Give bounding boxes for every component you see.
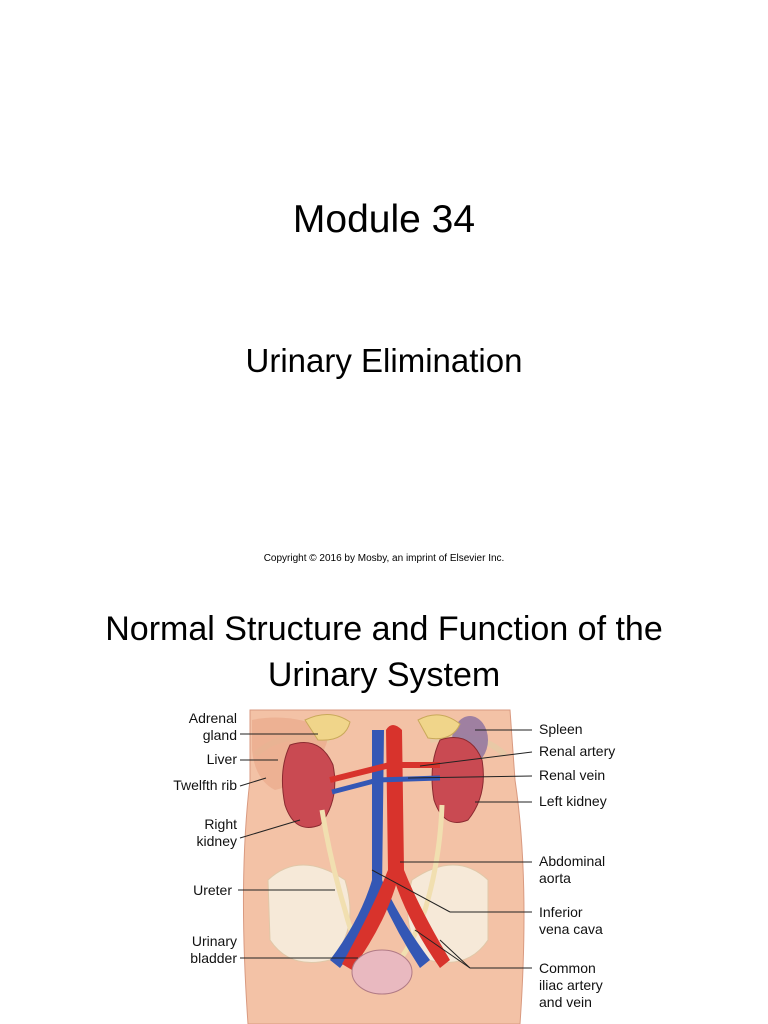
label-common-iliac: Common iliac artery and vein bbox=[539, 960, 603, 1010]
urinary-system-slide: Normal Structure and Function of the Uri… bbox=[0, 580, 768, 1024]
iliac-vein-left bbox=[378, 880, 430, 968]
right-kidney bbox=[281, 742, 336, 828]
slide-title-line-1: Normal Structure and Function of the bbox=[105, 610, 663, 648]
urinary-bladder bbox=[351, 949, 413, 995]
slide-title: Normal Structure and Function of the Uri… bbox=[0, 606, 768, 698]
label-renal-vein: Renal vein bbox=[539, 767, 606, 783]
urinary-system-illustration bbox=[238, 709, 533, 1024]
left-kidney bbox=[431, 737, 484, 823]
title-slide: Module 34 Urinary Elimination Copyright … bbox=[245, 198, 523, 564]
leader-lines bbox=[238, 729, 533, 969]
label-renal-artery: Renal artery bbox=[539, 743, 616, 759]
label-spleen: Spleen bbox=[539, 721, 583, 737]
module-subtitle: Urinary Elimination bbox=[245, 342, 523, 379]
copyright-notice: Copyright © 2016 by Mosby, an imprint of… bbox=[263, 553, 505, 564]
renal-artery bbox=[329, 762, 440, 783]
module-title: Module 34 bbox=[292, 198, 476, 241]
label-right-kidney: Right kidney bbox=[196, 816, 237, 849]
label-twelfth-rib: Twelfth rib bbox=[173, 777, 237, 793]
label-abdominal-aorta: Abdominal aorta bbox=[539, 853, 606, 886]
ureter-left bbox=[393, 804, 445, 967]
adrenal-gland-left bbox=[417, 714, 461, 740]
label-ureter: Ureter bbox=[193, 882, 232, 898]
inferior-vena-cava bbox=[330, 730, 384, 968]
label-left-kidney: Left kidney bbox=[539, 793, 607, 809]
renal-vein bbox=[331, 775, 441, 795]
label-adrenal-gland: Adrenal gland bbox=[188, 710, 237, 743]
label-inferior-vena-cava: Inferior vena cava bbox=[539, 904, 603, 937]
label-urinary-bladder: Urinary bladder bbox=[190, 933, 237, 966]
abdominal-aorta bbox=[342, 725, 450, 970]
label-liver: Liver bbox=[206, 751, 237, 767]
slide-title-line-2: Urinary System bbox=[267, 656, 501, 694]
